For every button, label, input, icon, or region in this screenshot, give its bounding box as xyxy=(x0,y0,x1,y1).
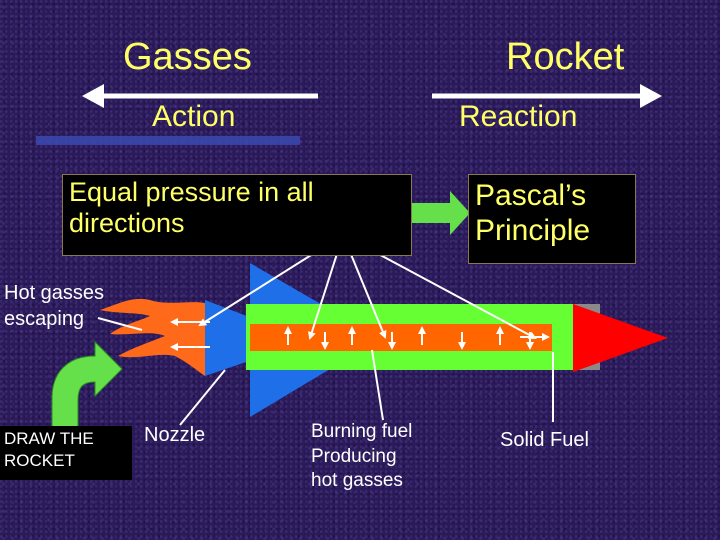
title-rocket: Rocket xyxy=(506,36,625,78)
pascal-box: Pascal’s Principle xyxy=(468,174,636,264)
burning-line-1: Burning fuel xyxy=(311,421,413,442)
subtitle-action: Action xyxy=(152,100,236,133)
draw-line-1: DRAW THE xyxy=(4,429,94,448)
pascal-line-1: Pascal’s xyxy=(475,179,587,212)
subtitle-reaction: Reaction xyxy=(459,100,578,133)
hot-gasses-line-1: Hot gasses xyxy=(4,282,105,304)
pascal-line-2: Principle xyxy=(475,213,591,247)
burning-line-2: Producing xyxy=(311,445,397,467)
action-underline xyxy=(36,136,300,145)
green-right-arrow xyxy=(412,191,470,235)
reaction-arrow xyxy=(432,84,662,108)
hot-gasses-label: Hot gasses escaping xyxy=(4,280,104,332)
nozzle-fin-small xyxy=(205,300,252,376)
burning-line-3: hot gasses xyxy=(311,470,403,492)
title-gasses: Gasses xyxy=(123,36,252,78)
pressure-line-2: directions xyxy=(69,208,185,239)
hot-gasses-leader xyxy=(97,317,143,331)
nozzle-label: Nozzle xyxy=(144,424,206,446)
hot-gasses-line-2: escaping xyxy=(4,308,85,330)
solid-fuel-label: Solid Fuel xyxy=(500,429,589,451)
draw-box xyxy=(0,426,132,480)
draw-line-2: ROCKET xyxy=(4,451,75,471)
burning-fuel-core xyxy=(250,324,552,351)
curved-green-arrow xyxy=(51,340,123,433)
action-arrow xyxy=(82,84,318,108)
nose-cone xyxy=(573,304,668,372)
nozzle-leader xyxy=(179,369,226,426)
pressure-box: Equal pressure in all directions xyxy=(62,174,412,256)
draw-rocket-label: DRAW THE ROCKET xyxy=(4,428,94,472)
burning-leader xyxy=(371,349,384,421)
burning-fuel-label: Burning fuel Producing hot gasses xyxy=(311,420,412,494)
pressure-line-1: Equal pressure in all xyxy=(69,177,314,207)
exhaust-flame xyxy=(100,298,205,376)
